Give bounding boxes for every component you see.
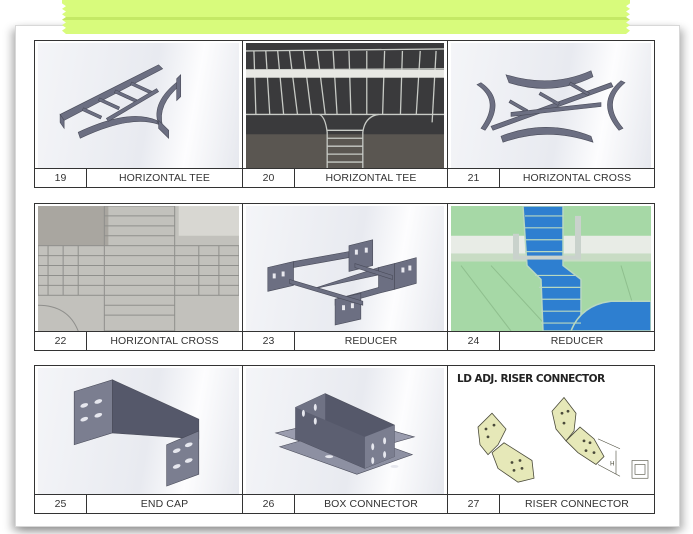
item-number: 21	[448, 169, 500, 187]
item-caption: 26 BOX CONNECTOR	[243, 494, 447, 513]
catalog-row-1: 19 HORIZONTAL TEE	[34, 40, 655, 188]
catalog-item-20: 20 HORIZONTAL TEE	[243, 41, 448, 187]
horizontal-tee-photo-image	[246, 43, 444, 168]
catalog-row-2: 22 HORIZONTAL CROSS	[34, 203, 655, 351]
catalog-item-27: LD ADJ. RISER CONNECTOR	[448, 366, 654, 513]
item-name: BOX CONNECTOR	[324, 498, 418, 510]
item-name: END CAP	[140, 498, 189, 510]
item-number: 20	[243, 169, 295, 187]
item-number: 26	[243, 495, 295, 513]
catalog-item-26: 26 BOX CONNECTOR	[243, 366, 448, 513]
horizontal-cross-photo-image	[38, 206, 239, 331]
tape-strip	[62, 0, 630, 34]
item-number: 24	[448, 332, 500, 350]
catalog-item-23: 23 REDUCER	[243, 204, 448, 350]
horizontal-cross-render-image	[451, 43, 651, 168]
item-caption: 20 HORIZONTAL TEE	[243, 168, 447, 187]
catalog-item-21: 21 HORIZONTAL CROSS	[448, 41, 654, 187]
item-number: 27	[448, 495, 500, 513]
item-name: HORIZONTAL TEE	[118, 172, 211, 184]
item-number: 22	[35, 332, 87, 350]
riser-connector-drawing-image: LD ADJ. RISER CONNECTOR	[448, 366, 654, 494]
item-number: 23	[243, 332, 295, 350]
end-cap-render-image	[38, 368, 239, 494]
box-connector-render-image	[246, 368, 444, 494]
item-caption: 27 RISER CONNECTOR	[448, 494, 654, 513]
item-name: HORIZONTAL TEE	[325, 172, 417, 184]
catalog-item-19: 19 HORIZONTAL TEE	[35, 41, 243, 187]
item-caption: 19 HORIZONTAL TEE	[35, 168, 242, 187]
riser-dimension-label: H	[610, 460, 615, 467]
item-name: HORIZONTAL CROSS	[110, 335, 219, 347]
item-name: HORIZONTAL CROSS	[522, 172, 632, 184]
item-caption: 22 HORIZONTAL CROSS	[35, 331, 242, 350]
horizontal-tee-render-image	[38, 43, 239, 168]
item-caption: 25 END CAP	[35, 494, 242, 513]
riser-drawing-title: LD ADJ. RISER CONNECTOR	[457, 373, 605, 385]
item-name: REDUCER	[344, 335, 398, 347]
item-number: 25	[35, 495, 87, 513]
item-name: REDUCER	[550, 335, 604, 347]
reducer-render-image	[246, 206, 444, 331]
item-caption: 23 REDUCER	[243, 331, 447, 350]
item-number: 19	[35, 169, 87, 187]
item-name: RISER CONNECTOR	[525, 498, 629, 510]
catalog-item-22: 22 HORIZONTAL CROSS	[35, 204, 243, 350]
reducer-photo-image	[451, 206, 651, 331]
catalog-item-24: 24 REDUCER	[448, 204, 654, 350]
catalog-item-25: 25 END CAP	[35, 366, 243, 513]
item-caption: 24 REDUCER	[448, 331, 654, 350]
item-caption: 21 HORIZONTAL CROSS	[448, 168, 654, 187]
catalog-row-3: 25 END CAP 26 B	[34, 365, 655, 514]
